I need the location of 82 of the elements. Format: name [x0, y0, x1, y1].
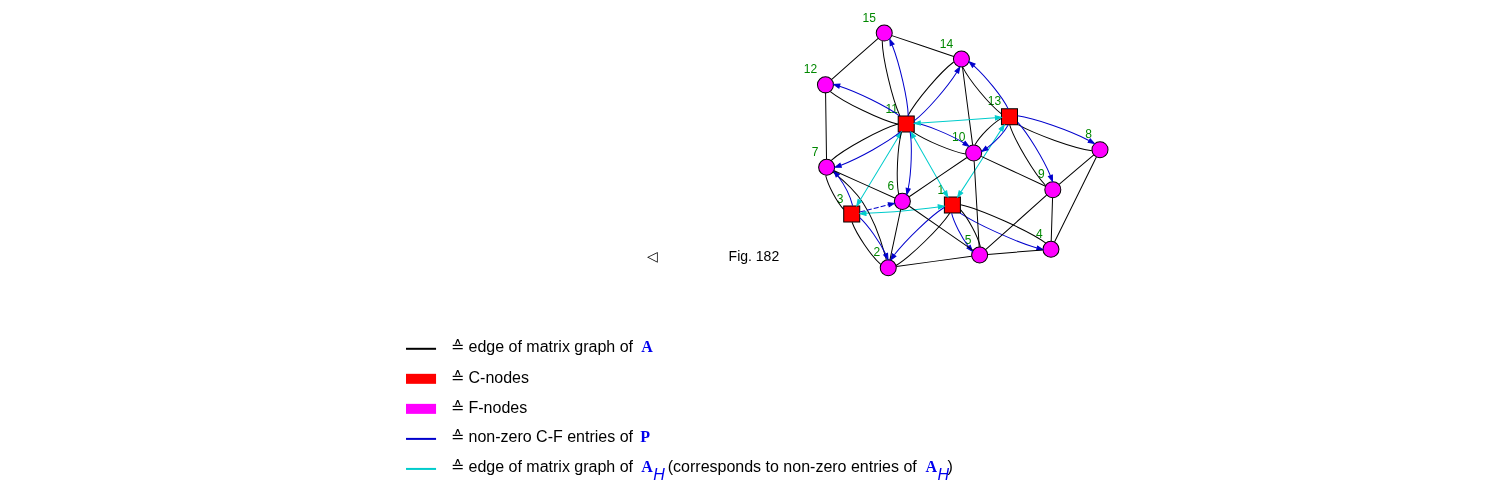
arrow — [1016, 115, 1095, 145]
arrow — [913, 122, 969, 147]
node-box — [1000, 108, 1018, 126]
node-circle — [879, 259, 897, 277]
node-circle — [893, 192, 911, 210]
connector — [1053, 156, 1097, 243]
arrow — [909, 131, 948, 198]
node-label: 14 — [939, 36, 953, 51]
node-circle — [1041, 240, 1059, 258]
node-box — [943, 196, 961, 214]
connector — [1050, 197, 1053, 242]
arrow — [913, 115, 1002, 126]
node-label: 2 — [872, 245, 880, 260]
node-box — [897, 115, 915, 133]
connector — [912, 131, 966, 155]
connector — [1008, 124, 1046, 186]
node-circle — [1043, 181, 1061, 199]
connector — [830, 37, 879, 80]
connector — [959, 204, 1046, 244]
node-label: 5 — [964, 232, 971, 247]
node-label: 12 — [803, 62, 817, 77]
arrow — [980, 124, 1009, 152]
connector — [895, 255, 972, 268]
connector — [890, 35, 954, 57]
node-label: 13 — [987, 94, 1001, 109]
arrow — [889, 207, 945, 261]
connector — [824, 92, 827, 160]
node-circle — [970, 246, 988, 264]
arrow — [905, 131, 912, 195]
legend-label: ≙ F-nodes — [450, 398, 527, 416]
node-circle — [1091, 141, 1108, 159]
legend-label: ≙ C-nodes — [450, 368, 529, 386]
arrow — [832, 170, 853, 207]
arrow — [1016, 121, 1053, 182]
legend-label: ≙ non-zero C-F entries of P — [450, 427, 650, 445]
node-label: 8 — [1084, 127, 1092, 142]
label: ◁ — [646, 248, 658, 265]
connector — [833, 170, 895, 199]
node-label: 1 — [937, 182, 944, 197]
arrow — [859, 217, 888, 261]
connector — [959, 209, 981, 248]
connector — [829, 91, 899, 125]
node-circle — [817, 158, 835, 176]
node-circle — [816, 76, 834, 94]
connector — [851, 221, 881, 265]
connector — [1016, 123, 1092, 152]
arrow — [859, 202, 895, 213]
connector — [832, 171, 887, 261]
connector — [824, 175, 844, 210]
node-label: 15 — [862, 10, 876, 25]
arrow — [956, 124, 1005, 198]
arrow — [859, 204, 945, 216]
arrow — [968, 61, 1009, 110]
connector — [961, 66, 973, 146]
arrow — [950, 212, 973, 252]
connector — [888, 208, 901, 261]
node-circle — [875, 24, 893, 42]
connector — [961, 66, 1002, 115]
arrow — [832, 83, 900, 117]
connector — [908, 156, 967, 198]
connector — [973, 160, 980, 248]
connector — [980, 155, 1046, 187]
node-box — [842, 205, 860, 223]
node-label: 4 — [1035, 226, 1043, 241]
connector — [881, 40, 900, 117]
node-circle — [964, 144, 982, 162]
node-label: 7 — [811, 144, 818, 159]
arrow — [888, 39, 909, 117]
node-label: 6 — [887, 178, 894, 193]
node-label: 3 — [836, 191, 844, 206]
node-circle — [952, 50, 970, 68]
legend-label: ≙ edge of matrix graph of A — [450, 337, 653, 355]
connector — [830, 123, 898, 162]
connector — [908, 205, 974, 251]
node-label: 9 — [1037, 167, 1045, 182]
connector — [974, 117, 1002, 146]
connector — [1058, 154, 1094, 185]
connector — [895, 212, 950, 266]
connector — [906, 61, 954, 117]
arrow — [913, 66, 960, 122]
label: Fig. 182 — [728, 248, 779, 265]
connector — [986, 249, 1043, 255]
